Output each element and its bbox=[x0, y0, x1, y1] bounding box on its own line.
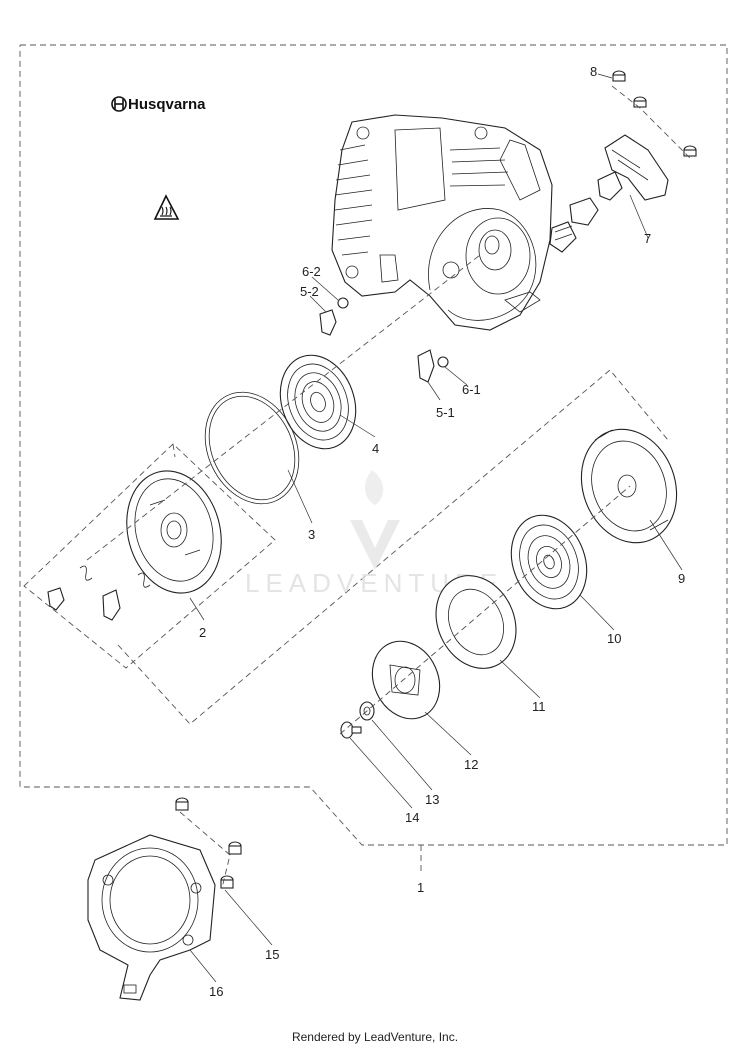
ratchet-12 bbox=[371, 640, 441, 720]
callout-13: 13 bbox=[425, 792, 439, 807]
callout-15: 15 bbox=[265, 947, 279, 962]
leader-lines bbox=[189, 73, 683, 983]
screw-set-15 bbox=[175, 797, 242, 889]
callout-11: 11 bbox=[532, 699, 546, 714]
pawl-5-2 bbox=[319, 309, 337, 336]
callout-10: 10 bbox=[607, 631, 621, 646]
callout-4: 4 bbox=[372, 441, 379, 456]
starter-rope-3 bbox=[204, 391, 300, 505]
callout-14: 14 bbox=[405, 810, 419, 825]
callout-6-1: 6-1 bbox=[462, 382, 481, 397]
fan-housing-16 bbox=[87, 834, 216, 1001]
callout-6-2: 6-2 bbox=[302, 264, 321, 279]
pawl-5-1 bbox=[417, 349, 435, 383]
callout-12: 12 bbox=[464, 757, 478, 772]
return-spring-10 bbox=[510, 514, 588, 610]
pawl-set-2 bbox=[47, 565, 151, 621]
subassembly-boundary bbox=[117, 369, 669, 725]
callout-2: 2 bbox=[199, 625, 206, 640]
starter-housing bbox=[331, 114, 553, 331]
spring-6-1 bbox=[437, 356, 449, 368]
spring-case-9 bbox=[580, 428, 678, 544]
callout-labels: 1 2 3 4 5-1 5-2 6-1 6-2 7 8 9 10 11 12 1… bbox=[199, 64, 685, 999]
callout-8: 8 bbox=[590, 64, 597, 79]
footer-credit: Rendered by LeadVenture, Inc. bbox=[291, 1030, 459, 1044]
brand-logo: Husqvarna bbox=[111, 96, 206, 113]
pulley-group-boundary bbox=[23, 443, 276, 669]
callout-16: 16 bbox=[209, 984, 223, 999]
callout-1: 1 bbox=[417, 880, 424, 895]
pulley-2 bbox=[126, 470, 222, 594]
recoil-spring-4 bbox=[279, 354, 357, 450]
callout-9: 9 bbox=[678, 571, 685, 586]
callout-3: 3 bbox=[308, 527, 315, 542]
husqvarna-crown-icon bbox=[111, 96, 127, 112]
plate-11 bbox=[435, 575, 517, 669]
callout-5-1: 5-1 bbox=[436, 405, 455, 420]
hot-surface-warning-icon bbox=[153, 194, 180, 220]
spring-6-2 bbox=[337, 297, 349, 309]
starter-handle bbox=[549, 134, 669, 253]
screw-set-8 bbox=[611, 70, 697, 159]
assembly-boundary bbox=[19, 44, 728, 846]
callout-7: 7 bbox=[644, 231, 651, 246]
brand-name: Husqvarna bbox=[128, 96, 206, 113]
callout-5-2: 5-2 bbox=[300, 284, 319, 299]
